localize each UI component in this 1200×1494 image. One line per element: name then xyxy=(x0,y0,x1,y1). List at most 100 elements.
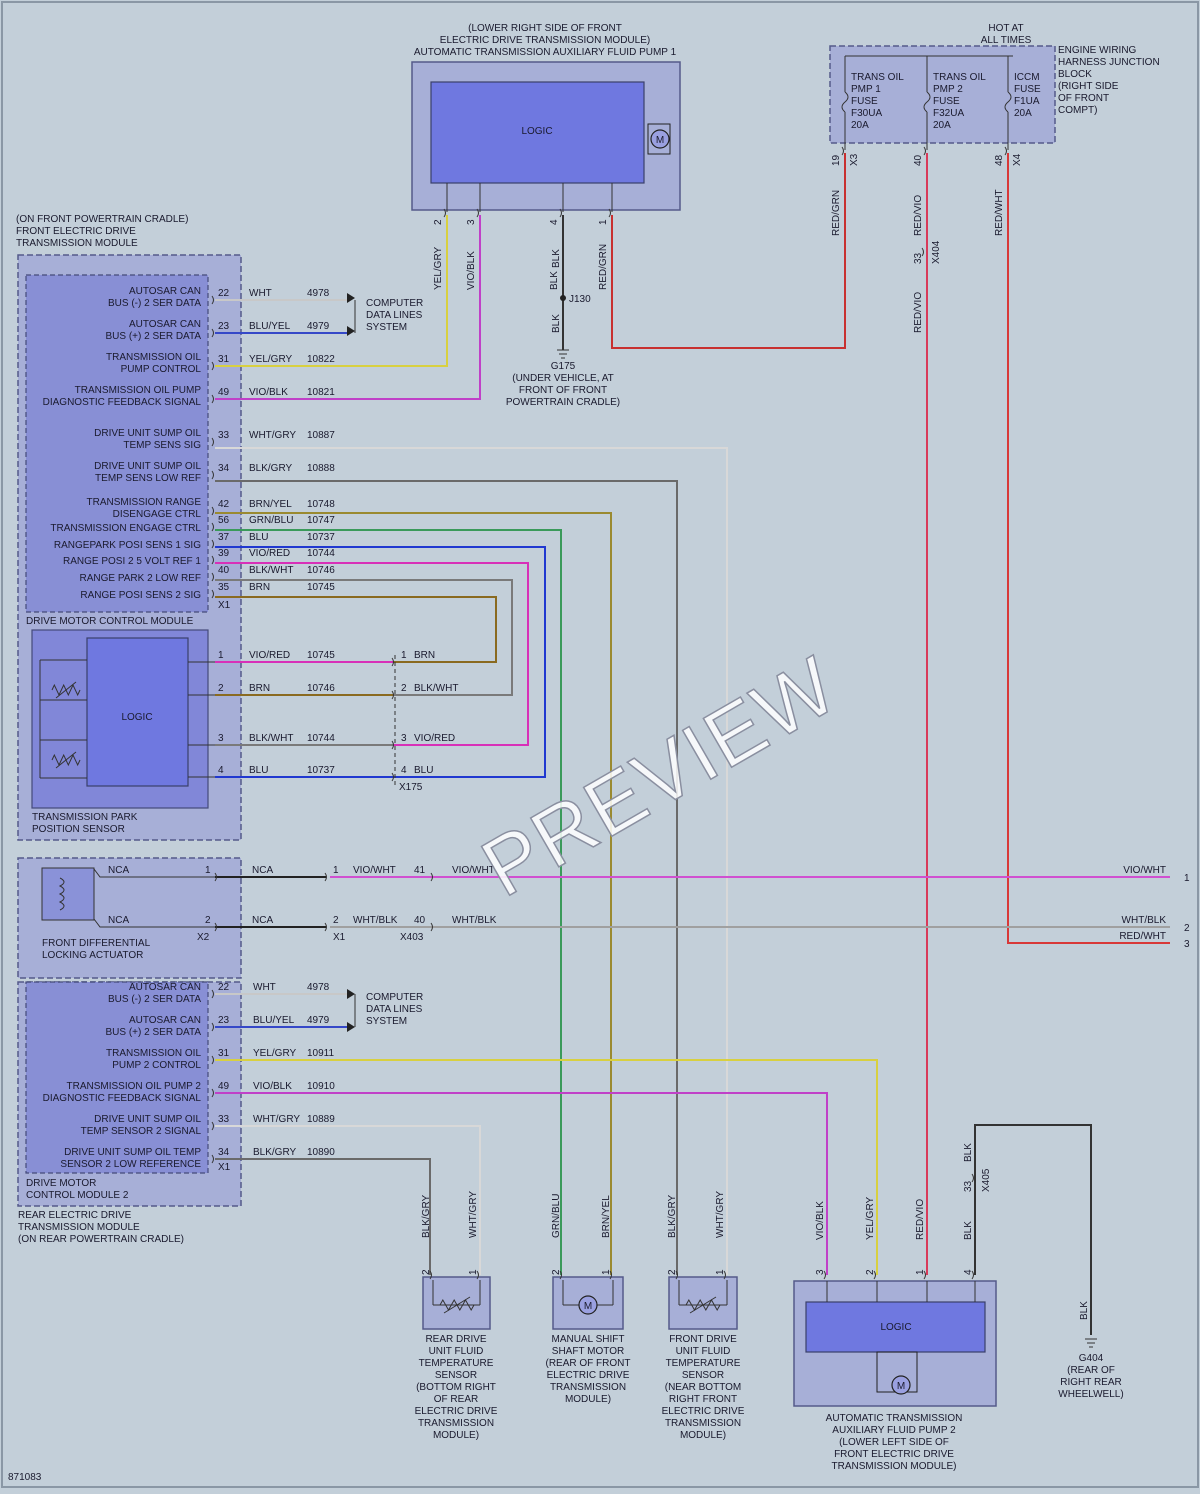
rear-circuit-label-4-b: TEMP SENSOR 2 SIGNAL xyxy=(81,1126,202,1137)
shift-motor-name-line-4: TRANSMISSION xyxy=(550,1382,626,1393)
locking-x403-pin-0: 41 xyxy=(414,865,426,876)
rear-circuit-conn-0 xyxy=(211,989,214,999)
locking-lead-1 xyxy=(93,918,215,928)
locking-conn-b-1 xyxy=(324,922,327,932)
fuse-2-line-2: F1UA xyxy=(1014,96,1040,107)
front-circuit-number-6: 10748 xyxy=(307,499,335,510)
front-circuit-number-5: 10888 xyxy=(307,463,335,474)
rear-circuit-wire-1: BLU/YEL xyxy=(253,1015,295,1026)
pump1-pin-conn-0 xyxy=(443,208,446,218)
rear-circuit-number-0: 4978 xyxy=(307,982,330,993)
locking-lead-0 xyxy=(93,868,215,878)
front-temp-name-line-8: MODULE) xyxy=(680,1430,726,1441)
park-sensor-logic xyxy=(86,637,189,787)
front-circuit-label-0-a: AUTOSAR CAN xyxy=(129,286,201,297)
park-far-pin-3: 4 xyxy=(401,765,407,776)
pump1-motor-circle xyxy=(650,129,670,149)
front-temp-sensor-conn-0 xyxy=(675,1270,678,1280)
fuse-1-line-0: TRANS OIL xyxy=(933,72,986,83)
locking-actuator-name-line-1: LOCKING ACTUATOR xyxy=(42,950,143,961)
pump2-logic-text: LOGIC xyxy=(880,1322,911,1333)
x405-name: X405 xyxy=(981,1168,992,1192)
rear-temp-sensor-conn-0 xyxy=(429,1270,432,1280)
front-circuit-number-7: 10747 xyxy=(307,515,335,526)
front-circuit-conn-6 xyxy=(211,506,214,516)
front-circuit-number-4: 10887 xyxy=(307,430,335,441)
front-circuit-label-1-b: BUS (+) 2 SER DATA xyxy=(106,331,202,342)
wire-front-10821 xyxy=(215,215,481,400)
pump2-name-line-1: AUXILIARY FLUID PUMP 2 xyxy=(832,1425,956,1436)
rear-circuit-wire-0: WHT xyxy=(253,982,276,993)
locking-wire-0: NCA xyxy=(108,865,129,876)
front-circuit-wire-10: BLK/WHT xyxy=(249,565,293,576)
locking-wire3-0: VIO/WHT xyxy=(353,865,396,876)
front-circuit-conn-7 xyxy=(211,522,214,532)
park-far-pin-1: 2 xyxy=(401,683,407,694)
g175-location-line-0: (UNDER VEHICLE, AT xyxy=(512,373,614,384)
j130-label: J130 xyxy=(569,294,591,305)
front-temp-sensor-pin-0: 2 xyxy=(667,1269,678,1275)
pump2-motor-label: M xyxy=(897,1381,905,1392)
pump1-wire-label-0: YEL/GRY xyxy=(433,247,444,290)
front-temp-sensor-box xyxy=(668,1276,738,1330)
rear-data-system-line-2: SYSTEM xyxy=(366,1016,407,1027)
front-circuit-pin-5: 34 xyxy=(218,463,230,474)
fuse-pin-1: 40 xyxy=(913,154,924,166)
front-circuit-label-10: RANGE PARK 2 LOW REF xyxy=(79,573,201,584)
front-circuit-wire-7: GRN/BLU xyxy=(249,515,293,526)
pump2-logic xyxy=(805,1301,986,1353)
wire-iccm-redwht xyxy=(1007,153,1170,944)
park-far-conn-3 xyxy=(391,772,394,782)
fuse-symbol-0 xyxy=(841,91,849,113)
diagram-number: 871083 xyxy=(8,1472,42,1483)
x405-conn xyxy=(971,1173,974,1183)
wire-front-10822 xyxy=(215,215,448,367)
front-circuit-conn-5 xyxy=(211,470,214,480)
front-circuit-number-8: 10737 xyxy=(307,532,335,543)
rear-temp-name-line-5: OF REAR xyxy=(434,1394,478,1405)
rear-temp-sensor-pin-1: 1 xyxy=(468,1269,479,1275)
rear-circuit-label-1-a: AUTOSAR CAN xyxy=(129,1015,201,1026)
rear-temp-sensor-wire-0: BLK/GRY xyxy=(421,1195,432,1238)
park-far-wire-3: BLU xyxy=(414,765,433,776)
g175-wire-bottom: BLK xyxy=(551,314,562,333)
rear-circuit-conn-3 xyxy=(211,1088,214,1098)
front-temp-name-line-0: FRONT DRIVE xyxy=(669,1334,737,1345)
front-circuit-wire-1: BLU/YEL xyxy=(249,321,291,332)
wire-rear-10910 xyxy=(215,1092,828,1275)
shift-motor-name-line-0: MANUAL SHIFT xyxy=(552,1334,625,1345)
front-temp-name-line-6: ELECTRIC DRIVE xyxy=(662,1406,745,1417)
park-pin-circuit-3: 10737 xyxy=(307,765,335,776)
parts-layer xyxy=(39,55,1097,1395)
front-circuit-label-9: RANGE POSI 2 5 VOLT REF 1 xyxy=(63,556,201,567)
pump1-motor-frame xyxy=(647,123,671,155)
fuse-pin-2: 48 xyxy=(994,154,1005,166)
g175-ground-symbol xyxy=(557,349,569,359)
fuse-conn-0 xyxy=(841,146,844,156)
park-far-wire-1: BLK/WHT xyxy=(414,683,458,694)
front-circuit-label-6-a: TRANSMISSION RANGE xyxy=(87,497,202,508)
rear-data-system-line-1: DATA LINES xyxy=(366,1004,423,1015)
rear-circuit-wire-3: VIO/BLK xyxy=(253,1081,292,1092)
rear-temp-sensor-pin-0: 2 xyxy=(421,1269,432,1275)
wire-front-10887 xyxy=(215,447,728,1275)
front-circuit-label-6-b: DISENGAGE CTRL xyxy=(113,509,202,520)
locking-x1-pin-0: 1 xyxy=(333,865,339,876)
front-circuit-conn-2 xyxy=(211,361,214,371)
g175-wire-top: BLK xyxy=(551,249,562,268)
locking-conn-b-0 xyxy=(324,872,327,882)
fuse-block-name-line-1: HARNESS JUNCTION xyxy=(1058,57,1160,68)
rear-module-location-line-1: TRANSMISSION MODULE xyxy=(18,1222,140,1233)
wires-layer xyxy=(215,153,1170,1335)
fuse-1-line-3: F32UA xyxy=(933,108,964,119)
locking-conn-a-0 xyxy=(214,872,217,882)
pump1-pin-conn-3 xyxy=(608,208,611,218)
park-pin-0: 1 xyxy=(218,650,224,661)
pump2-name-line-3: FRONT ELECTRIC DRIVE xyxy=(834,1449,954,1460)
redwht-out-num: 3 xyxy=(1184,939,1190,950)
shift-motor-name-line-5: MODULE) xyxy=(565,1394,611,1405)
fuse-1-line-2: FUSE xyxy=(933,96,960,107)
shift-motor-conn-0 xyxy=(559,1270,562,1280)
